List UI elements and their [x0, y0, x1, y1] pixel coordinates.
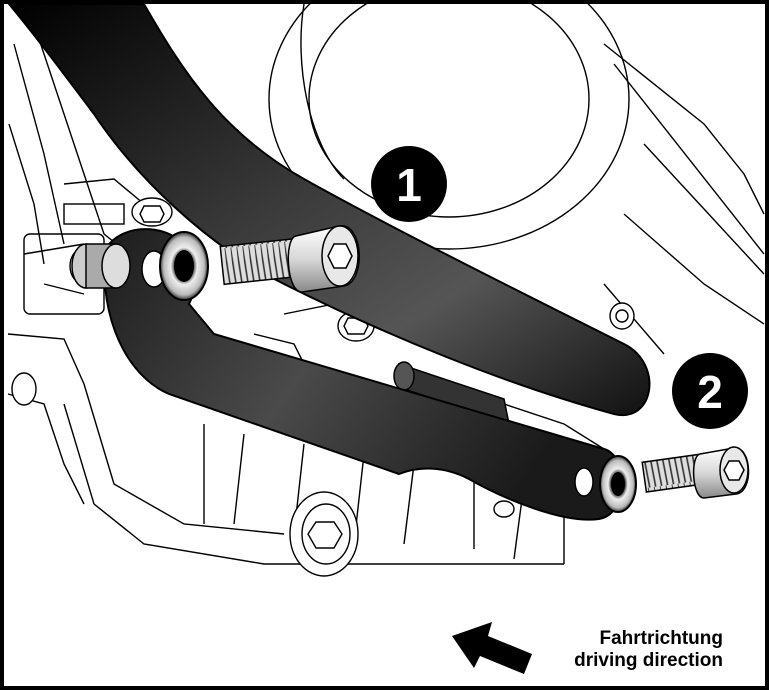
upper-bolt [219, 225, 360, 293]
upper-washer [159, 231, 209, 301]
callout-2-number: 2 [697, 366, 723, 418]
direction-arrow-icon [452, 622, 532, 674]
left-spacer-stack [71, 243, 131, 289]
lower-bolt [641, 446, 750, 499]
callout-1-number: 1 [396, 159, 422, 211]
crash-bar-pipe [7, 4, 651, 417]
direction-label-en: driving direction [574, 650, 723, 671]
direction-caption: Fahrtrichtung driving direction [574, 628, 723, 672]
background-bolts [11, 197, 635, 577]
callout-1: 1 [371, 146, 447, 222]
mounting-bracket [102, 228, 624, 521]
bracket-hole-lower [574, 467, 594, 497]
assembly-illustration: 1 2 [7, 4, 765, 674]
callout-2: 2 [672, 353, 748, 429]
lower-washer [599, 455, 637, 513]
direction-label-de: Fahrtrichtung [599, 628, 724, 649]
